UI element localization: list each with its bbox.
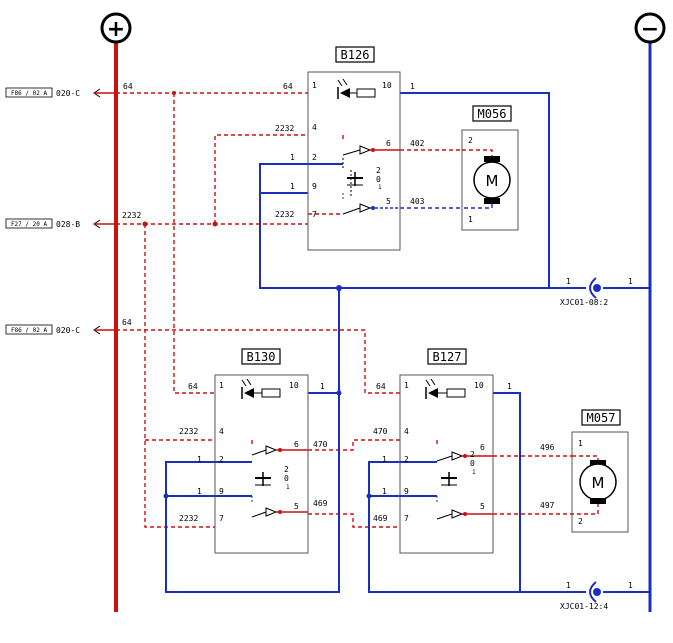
svg-text:2: 2 (404, 455, 409, 464)
svg-text:028-B: 028-B (56, 220, 80, 229)
svg-text:1: 1 (378, 184, 382, 191)
svg-text:4: 4 (312, 123, 317, 132)
svg-text:XJC01-08:2: XJC01-08:2 (560, 298, 608, 307)
svg-text:M: M (592, 474, 605, 492)
svg-text:7: 7 (404, 514, 409, 523)
svg-text:5: 5 (480, 502, 485, 511)
connector-left-low: F86 / 02 A 020-C 64 (5, 318, 132, 335)
svg-text:1: 1 (312, 81, 317, 90)
svg-text:XJC01-12:4: XJC01-12:4 (560, 602, 608, 611)
svg-text:403: 403 (410, 197, 425, 206)
svg-text:1: 1 (197, 487, 202, 496)
svg-text:1: 1 (472, 469, 476, 476)
negative-symbol-text: − (641, 17, 659, 42)
svg-text:020-C: 020-C (56, 326, 80, 335)
motor-m056: M056 M 2 1 (461, 105, 519, 231)
negative-rail-symbol (634, 12, 666, 44)
svg-text:2232: 2232 (179, 514, 198, 523)
positive-symbol-text: + (107, 17, 125, 42)
svg-text:1: 1 (628, 277, 633, 286)
svg-text:B130: B130 (247, 350, 276, 364)
switch-b130: B130 2 0 1 1 10 4 2 9 7 6 5 64 1 2 (179, 348, 328, 554)
svg-text:1: 1 (290, 182, 295, 191)
svg-text:64: 64 (122, 318, 132, 327)
svg-text:6: 6 (386, 139, 391, 148)
svg-text:7: 7 (219, 514, 224, 523)
svg-text:1: 1 (404, 381, 409, 390)
svg-text:7: 7 (312, 210, 317, 219)
svg-text:6: 6 (480, 443, 485, 452)
svg-text:9: 9 (312, 182, 317, 191)
svg-text:469: 469 (373, 514, 388, 523)
svg-text:2: 2 (578, 517, 583, 526)
svg-text:64: 64 (376, 382, 386, 391)
svg-text:10: 10 (289, 381, 299, 390)
svg-text:2232: 2232 (179, 427, 198, 436)
svg-text:0: 0 (284, 474, 289, 483)
svg-text:1: 1 (320, 382, 325, 391)
svg-text:2: 2 (376, 166, 381, 175)
svg-text:1: 1 (219, 381, 224, 390)
connector-xjc-bot: 1 1 XJC01-12:4 (560, 581, 633, 611)
svg-text:9: 9 (219, 487, 224, 496)
svg-text:1: 1 (410, 82, 415, 91)
svg-text:1: 1 (286, 484, 290, 491)
blue-wires (163, 92, 650, 593)
connector-xjc-top: 1 1 XJC01-08:2 (560, 277, 633, 307)
svg-text:F86 / 02 A: F86 / 02 A (11, 327, 48, 334)
svg-text:402: 402 (410, 139, 425, 148)
svg-text:64: 64 (188, 382, 198, 391)
svg-text:1: 1 (628, 581, 633, 590)
connector-left-top: F86 / 02 A 020-C 64 (5, 82, 133, 98)
svg-text:0: 0 (470, 459, 475, 468)
svg-text:2232: 2232 (122, 211, 141, 220)
svg-text:F27 / 20 A: F27 / 20 A (11, 221, 48, 228)
switch-b126: B126 2 0 1 1 10 4 2 9 7 (275, 46, 425, 251)
svg-text:470: 470 (373, 427, 388, 436)
svg-text:10: 10 (474, 381, 484, 390)
svg-text:5: 5 (386, 197, 391, 206)
svg-text:1: 1 (290, 153, 295, 162)
svg-text:1: 1 (566, 277, 571, 286)
svg-text:2232: 2232 (275, 124, 294, 133)
svg-text:9: 9 (404, 487, 409, 496)
svg-text:1: 1 (382, 487, 387, 496)
b126-title: B126 (341, 48, 370, 62)
svg-text:497: 497 (540, 501, 555, 510)
svg-text:2: 2 (284, 465, 289, 474)
svg-text:469: 469 (313, 499, 328, 508)
svg-text:1: 1 (382, 455, 387, 464)
svg-text:1: 1 (578, 439, 583, 448)
connector-left-mid: F27 / 20 A 028-B 2232 (5, 211, 141, 229)
svg-text:496: 496 (540, 443, 555, 452)
svg-text:64: 64 (123, 82, 133, 91)
svg-text:10: 10 (382, 81, 392, 90)
positive-rail-symbol (100, 12, 132, 44)
svg-text:M056: M056 (478, 107, 507, 121)
svg-text:2: 2 (219, 455, 224, 464)
svg-text:2: 2 (312, 153, 317, 162)
svg-text:F86 / 02 A: F86 / 02 A (11, 90, 48, 97)
svg-text:0: 0 (376, 175, 381, 184)
svg-text:64: 64 (283, 82, 293, 91)
svg-text:6: 6 (294, 440, 299, 449)
svg-text:M: M (486, 172, 499, 190)
svg-text:1: 1 (197, 455, 202, 464)
svg-text:4: 4 (404, 427, 409, 436)
motor-m057: M057 M 1 2 (571, 409, 629, 533)
svg-text:2232: 2232 (275, 210, 294, 219)
svg-text:2: 2 (470, 450, 475, 459)
svg-text:M057: M057 (587, 411, 616, 425)
switch-b127: B127 2 0 1 1 10 4 2 9 7 6 5 64 1 4 (373, 348, 555, 554)
svg-text:2: 2 (468, 136, 473, 145)
svg-text:1: 1 (566, 581, 571, 590)
svg-text:1: 1 (468, 215, 473, 224)
svg-text:1: 1 (507, 382, 512, 391)
svg-text:B127: B127 (433, 350, 462, 364)
svg-text:5: 5 (294, 502, 299, 511)
svg-text:020-C: 020-C (56, 89, 80, 98)
svg-text:470: 470 (313, 440, 328, 449)
svg-text:4: 4 (219, 427, 224, 436)
